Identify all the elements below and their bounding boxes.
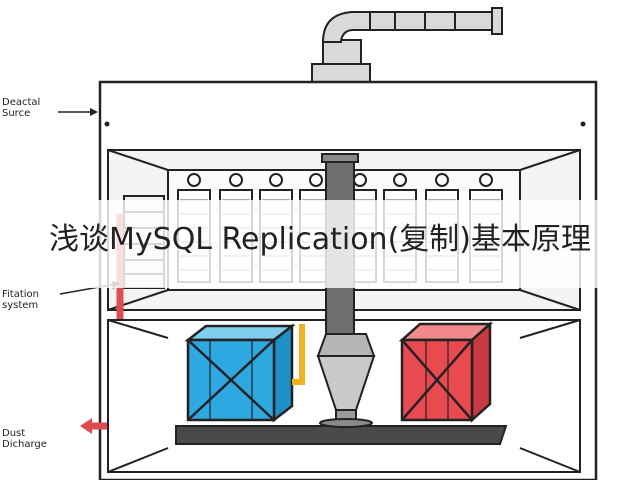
cyclone-hopper xyxy=(316,333,376,428)
filter-clamp xyxy=(269,173,283,187)
filter-clamp xyxy=(479,173,493,187)
base-platform xyxy=(175,425,508,445)
title-banner xyxy=(0,200,640,288)
blue-box xyxy=(184,323,296,423)
label-filtration-system: Fitation system xyxy=(2,289,40,311)
label-dust-discharge: Dust Dicharge xyxy=(2,428,47,450)
label-top-source: Deactal Surce xyxy=(2,97,41,119)
filter-clamp xyxy=(187,173,201,187)
filter-clamp xyxy=(353,173,367,187)
screw xyxy=(104,121,110,127)
page-title: 浅谈MySQL Replication(复制)基本原理 xyxy=(49,222,591,257)
filter-clamp xyxy=(435,173,449,187)
filter-clamp xyxy=(229,173,243,187)
filter-clamp xyxy=(309,173,323,187)
yellow-pipe xyxy=(292,324,305,385)
filter-clamp xyxy=(393,173,407,187)
red-duct-arrow xyxy=(80,418,92,434)
red-box xyxy=(398,321,494,423)
screw xyxy=(580,121,586,127)
exhaust-pipe xyxy=(311,7,503,83)
